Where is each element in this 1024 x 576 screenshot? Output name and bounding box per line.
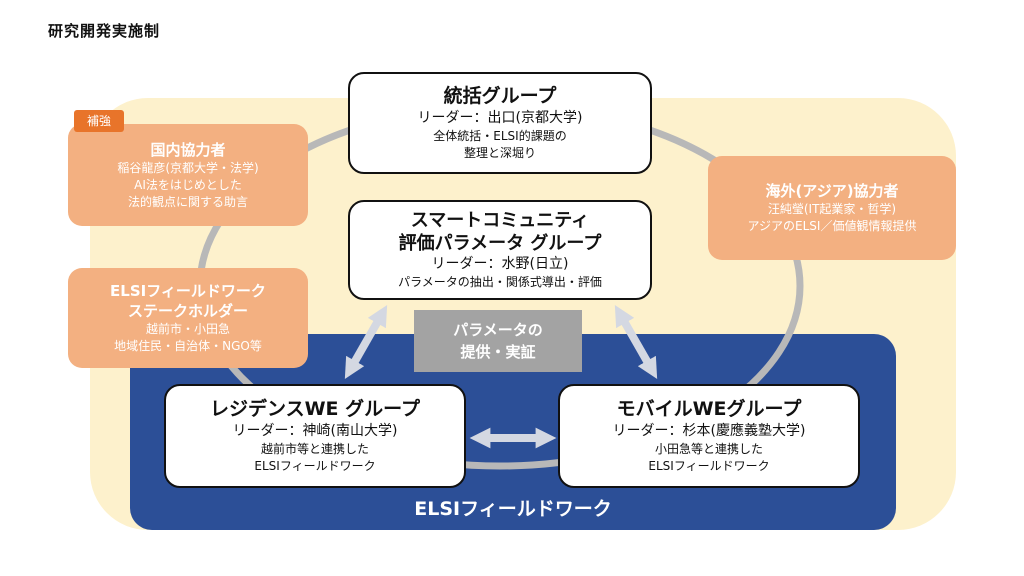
fieldwork-label: ELSIフィールドワーク [414,498,612,520]
parameter-provision-label: パラメータの 提供・実証 [414,310,582,372]
supplement-tag: 補強 [74,110,124,132]
stakeholder-line-2: 地域住民・自治体・NGO等 [114,339,262,353]
mobile-desc-1: 小田急等と連携した [654,442,763,456]
residence-we-group-box: レジデンスWE グループ リーダー：神崎(南山大学) 越前市等と連携した ELS… [164,384,466,488]
stakeholder-line-1: 越前市・小田急 [145,322,230,336]
overseas-line-2: アジアのELSI／価値観情報提供 [747,219,917,233]
domestic-line-3: 法的観点に関する助言 [127,194,248,209]
residence-title: レジデンスWE グループ [209,398,421,420]
smart-community-group-box: スマートコミュニティ 評価パラメータ グループ リーダー：水野(日立) パラメー… [348,200,652,300]
residence-desc-1: 越前市等と連携した [260,442,369,456]
overseas-collaborator-box: 海外(アジア)協力者 汪純瑩(IT起業家・哲学) アジアのELSI／価値観情報提… [708,156,956,260]
smart-leader: リーダー：水野(日立) [431,256,569,272]
mobile-desc-2: ELSIフィールドワーク [648,459,770,473]
smart-title-2: 評価パラメータ グループ [398,233,602,254]
coordination-group-box: 統括グループ リーダー：出口(京都大学) 全体統括・ELSI的課題の 整理と深堀… [348,72,652,174]
arrow-smart-residence [344,304,388,380]
smart-desc: パラメータの抽出・関係式導出・評価 [398,275,602,289]
mobile-leader: リーダー：杉本(慶應義塾大学) [612,423,806,439]
coordination-desc-1: 全体統括・ELSI的課題の [433,129,567,143]
stakeholder-title-2: ステークホルダー [127,302,248,320]
domestic-collaborator-box: 国内協力者 稲谷龍彦(京都大学・法学) AI法をはじめとした 法的観点に関する助… [68,124,308,226]
arrow-smart-mobile [614,304,658,380]
stakeholder-title-1: ELSIフィールドワーク [110,282,266,300]
stakeholder-box: ELSIフィールドワーク ステークホルダー 越前市・小田急 地域住民・自治体・N… [68,268,308,368]
residence-leader: リーダー：神崎(南山大学) [232,423,398,439]
page-title: 研究開発実施制 [48,22,161,40]
parameter-label-2: 提供・実証 [460,343,536,361]
parameter-label-1: パラメータの [453,321,543,339]
mobile-title: モバイルWEグループ [616,398,802,420]
coordination-title: 統括グループ [443,85,557,107]
overseas-title: 海外(アジア)協力者 [765,182,899,200]
domestic-title: 国内協力者 [150,140,226,159]
domestic-line-1: 稲谷龍彦(京都大学・法学) [117,160,259,175]
overseas-line-1: 汪純瑩(IT起業家・哲学) [767,202,897,216]
mobile-we-group-box: モバイルWEグループ リーダー：杉本(慶應義塾大学) 小田急等と連携した ELS… [558,384,860,488]
domestic-line-2: AI法をはじめとした [134,177,242,192]
coordination-desc-2: 整理と深堀り [463,146,536,160]
coordination-leader: リーダー：出口(京都大学) [417,110,583,126]
smart-title-1: スマートコミュニティ [410,210,590,231]
residence-desc-2: ELSIフィールドワーク [254,459,376,473]
